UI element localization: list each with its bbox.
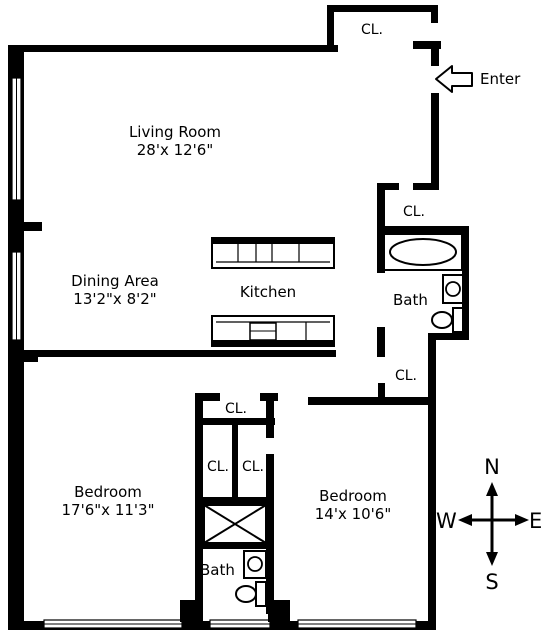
- bath-south-wall-east: [428, 333, 469, 340]
- east-wall-upper: [431, 93, 439, 190]
- living-bedroom-wall: [24, 350, 336, 357]
- top-closet-label: CL.: [361, 22, 383, 38]
- bath-west-wall-lower: [377, 327, 385, 357]
- west-windows: [11, 77, 42, 341]
- interior-walls: [24, 183, 469, 623]
- utility-chase-x: [203, 504, 267, 544]
- top-closet-east-wall: [431, 5, 438, 23]
- living-room-dims: 28'x 12'6": [137, 141, 214, 159]
- kitchen-counters: [211, 237, 335, 347]
- right-bedroom-north-wall: [308, 397, 436, 405]
- lower-bath-name: Bath: [200, 561, 235, 579]
- left-bedroom-name: Bedroom: [74, 483, 142, 501]
- center-wall-east: [266, 454, 274, 614]
- center-wall-west: [195, 393, 203, 623]
- top-closet-door-stub: [413, 41, 441, 49]
- upper-right-closet-label: CL.: [403, 204, 425, 220]
- living-room-name: Living Room: [129, 123, 221, 141]
- top-closet-north-wall: [327, 5, 437, 12]
- closet-pair-left-label: CL.: [207, 459, 229, 475]
- between-bedrooms-closet-label: CL.: [225, 401, 247, 417]
- closet-pair-divider: [232, 425, 238, 497]
- kitchen-name: Kitchen: [240, 283, 296, 301]
- north-wall: [8, 45, 338, 52]
- compass-east-label: E: [529, 509, 542, 533]
- right-bedroom-name: Bedroom: [319, 487, 387, 505]
- left-bedroom-dims: 17'6"x 11'3": [62, 501, 155, 519]
- east-wall-bath: [462, 232, 469, 340]
- middle-right-closet-label: CL.: [395, 368, 417, 384]
- lower-bath-fixtures: [235, 550, 267, 607]
- compass-west-label: W: [436, 509, 457, 533]
- upper-bath-name: Bath: [393, 291, 428, 309]
- entry-arrow-icon: [435, 65, 473, 93]
- compass-north-label: N: [484, 455, 500, 479]
- upper-bath-fixtures: [383, 233, 464, 333]
- compass-rose-icon: [458, 482, 529, 566]
- top-closet-west-wall: [327, 5, 334, 52]
- east-wall-entry-top: [431, 41, 439, 66]
- closet-pair-right-label: CL.: [242, 459, 264, 475]
- closet-bath-divider: [377, 226, 469, 234]
- dining-area-dims: 13'2"x 8'2": [73, 290, 156, 308]
- compass-south-label: S: [485, 570, 498, 594]
- right-bedroom-dims: 14'x 10'6": [315, 505, 392, 523]
- east-wall-lower: [428, 333, 436, 630]
- dining-area-name: Dining Area: [71, 272, 159, 290]
- enter-label: Enter: [480, 70, 521, 88]
- south-windows: [43, 619, 417, 629]
